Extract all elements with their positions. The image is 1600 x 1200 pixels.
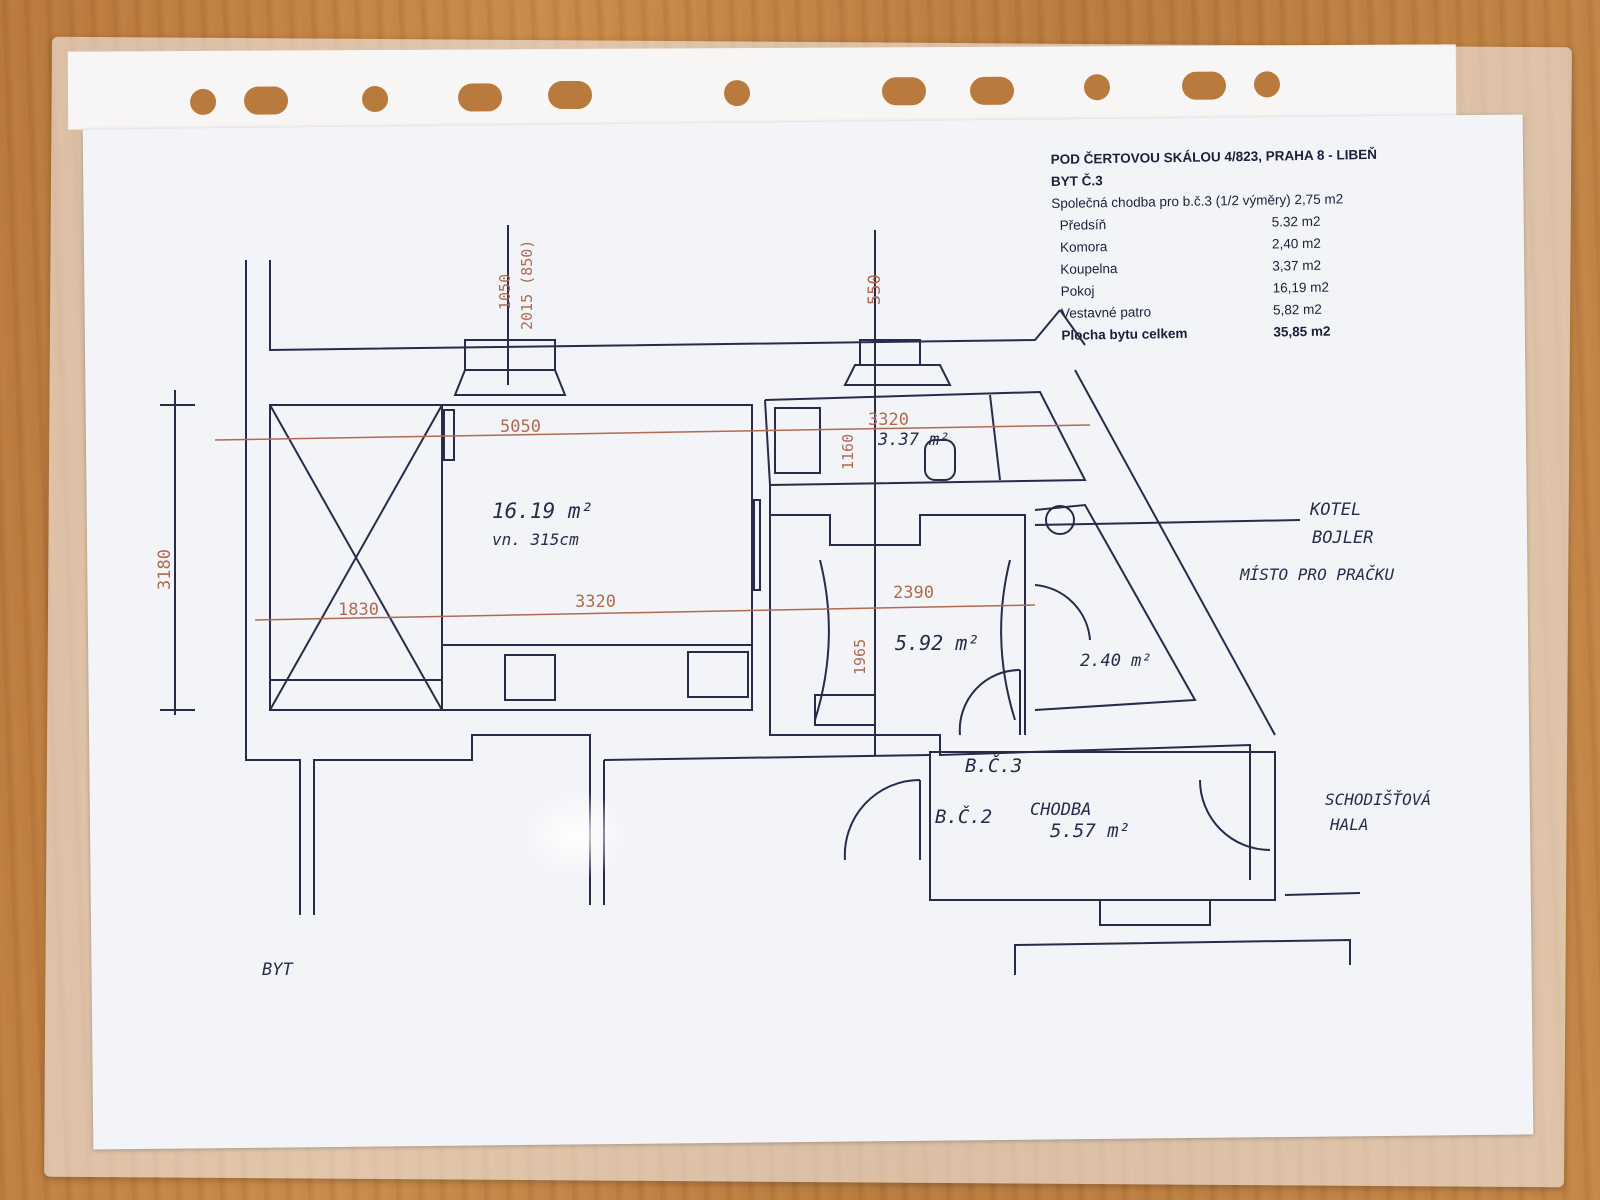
wall (769, 485, 1251, 880)
shower-wall (989, 394, 1001, 481)
dimension-line (254, 604, 1036, 621)
wall (603, 754, 931, 761)
room-predsin-area: 5.92 m² (895, 631, 979, 655)
hatch (269, 404, 443, 711)
wall (269, 260, 1061, 352)
light-glare (520, 790, 630, 880)
wall (770, 514, 1026, 735)
dim-1050: 1050 (496, 274, 514, 310)
leader-line (1034, 519, 1301, 526)
dim-5050: 5050 (500, 417, 541, 437)
label-schodistova: SCHODIŠŤOVÁ (1325, 790, 1431, 809)
wall (245, 260, 301, 915)
boiler-icon (1045, 505, 1075, 535)
door-arc (1000, 559, 1016, 721)
room-pokoj-height: vn. 315cm (492, 530, 579, 549)
dim-3320-mid: 3320 (575, 592, 616, 612)
dim-1965: 1965 (851, 639, 869, 675)
label-misto-pro-pracku: MÍSTO PRO PRAČKU (1239, 565, 1394, 584)
dimension-lines (214, 424, 1091, 621)
wall-koupelna (764, 390, 1087, 487)
dim-3320-top: 3320 (868, 410, 909, 430)
label-byt: BYT (262, 960, 294, 980)
stairs (814, 694, 876, 726)
wall (1284, 892, 1361, 896)
door-arc (1034, 584, 1091, 641)
room-koupelna-area: 3.37 m² (877, 430, 950, 450)
window (843, 364, 952, 386)
door-arc (814, 559, 830, 721)
dim-550: 550 (865, 274, 885, 305)
dim-1830: 1830 (338, 600, 379, 620)
room-komora-area: 2.40 m² (1080, 651, 1152, 671)
label-kotel: KOTEL (1309, 500, 1361, 520)
label-bc2: B.Č.2 (935, 804, 992, 828)
wall (443, 409, 455, 461)
wall (1059, 309, 1086, 346)
wall (1074, 369, 1276, 736)
stove (504, 654, 556, 701)
toilet (924, 439, 956, 481)
dim-2015: 2015 (850) (518, 240, 536, 330)
dim-3180: 3180 (155, 549, 175, 590)
wall (1014, 938, 1351, 975)
dim-1160: 1160 (839, 434, 857, 470)
wall (313, 734, 591, 915)
label-hala: HALA (1329, 815, 1369, 834)
window (453, 369, 567, 396)
wall-chodba (929, 751, 1276, 901)
wall-pokoj (269, 404, 753, 711)
room-chodba-area: 5.57 m² (1050, 820, 1130, 842)
room-chodba-label: CHODBA (1030, 800, 1091, 820)
room-pokoj-area: 16.19 m² (492, 499, 593, 523)
label-bojler: BOJLER (1312, 528, 1373, 548)
dimension-line (214, 424, 1091, 441)
walls (160, 225, 1361, 975)
door-arc (958, 668, 1021, 736)
window (464, 339, 556, 371)
kitchen-counter (441, 644, 753, 711)
label-bc3: B.Č.3 (965, 753, 1022, 777)
wall (753, 499, 761, 591)
dim-2390: 2390 (893, 583, 934, 603)
window (859, 339, 921, 366)
sink (687, 651, 749, 698)
door-arc (843, 778, 921, 861)
washbasin (774, 407, 821, 474)
wall-komora (1034, 503, 1197, 711)
wall (1099, 900, 1211, 926)
door-arc (1199, 779, 1271, 851)
